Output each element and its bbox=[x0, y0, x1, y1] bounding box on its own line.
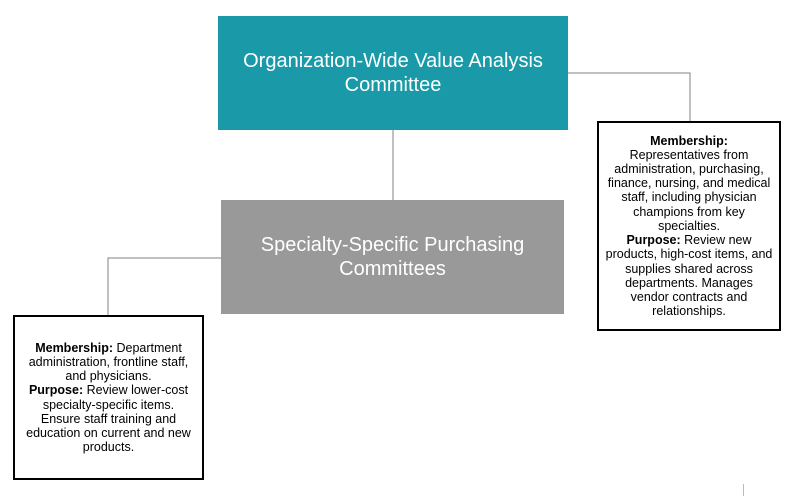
page-edge-mark bbox=[743, 484, 744, 496]
org-wide-purpose-heading: Purpose: bbox=[626, 233, 681, 248]
specialty-committees-label: Specialty-Specific Purchasing Committees bbox=[260, 234, 525, 280]
connector-main-to-right-note bbox=[568, 72, 691, 121]
connector-sub-to-left-note bbox=[107, 257, 221, 315]
specialty-membership-heading: Membership: bbox=[35, 340, 113, 355]
specialty-purpose-heading: Purpose: bbox=[28, 383, 84, 398]
org-wide-purpose-text: Review new products, high-cost items, an… bbox=[605, 233, 773, 319]
org-wide-membership-heading: Membership: bbox=[650, 133, 728, 148]
org-wide-membership-text: Representatives from administration, pur… bbox=[607, 147, 771, 233]
specialty-purpose-text: Review lower-cost specialty-specific ite… bbox=[26, 383, 191, 455]
org-wide-purpose: Purpose: Review new products, high-cost … bbox=[605, 233, 773, 318]
specialty-details-note: Membership: Department administration, f… bbox=[13, 315, 204, 480]
specialty-purpose: Purpose: Review lower-cost specialty-spe… bbox=[23, 383, 194, 454]
org-wide-details-note: Membership: Representatives from adminis… bbox=[597, 121, 781, 331]
org-wide-membership: Membership: Representatives from adminis… bbox=[605, 134, 773, 233]
specialty-membership-text: Department administration, frontline sta… bbox=[28, 340, 189, 384]
org-wide-committee-label: Organization-Wide Value Analysis Committ… bbox=[243, 50, 543, 96]
specialty-committees-box: Specialty-Specific Purchasing Committees bbox=[221, 200, 564, 314]
specialty-membership: Membership: Department administration, f… bbox=[23, 341, 194, 384]
org-wide-committee-box: Organization-Wide Value Analysis Committ… bbox=[218, 16, 568, 130]
